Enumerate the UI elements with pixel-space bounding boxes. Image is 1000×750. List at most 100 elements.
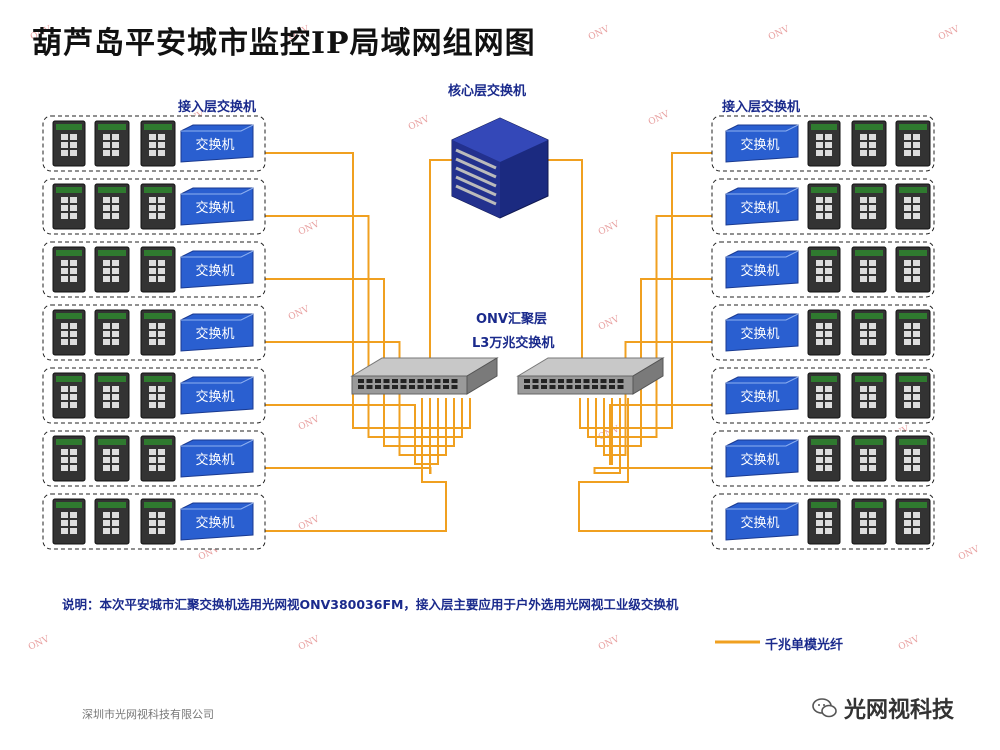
- watermark-onv: ONV: [297, 634, 321, 652]
- industrial-switch-device: [52, 246, 86, 293]
- fiber-core-right: [548, 159, 583, 360]
- switch-label: 交换机: [195, 515, 234, 531]
- watermark-onv: ONV: [297, 414, 321, 432]
- industrial-switch-device: [94, 435, 130, 482]
- aggregation-label-line2: L3万兆交换机: [472, 336, 555, 351]
- industrial-switch-device: [895, 246, 931, 293]
- watermark-onv: ONV: [297, 514, 321, 532]
- industrial-switch-device: [851, 120, 887, 167]
- watermark-onv: ONV: [597, 634, 621, 652]
- fiber-line-right-3: [595, 278, 712, 447]
- fiber-line-left-7: [265, 398, 447, 532]
- access-group-right-3: 交换机: [711, 241, 935, 298]
- fiber-line-right-4: [603, 341, 712, 456]
- core-layer-label: 核心层交换机: [448, 84, 527, 99]
- access-switch-badge: 交换机: [180, 313, 254, 352]
- industrial-switch-device: [895, 120, 931, 167]
- access-layer-label-right: 接入层交换机: [722, 100, 801, 115]
- industrial-switch-device: [94, 183, 130, 230]
- brand-name: 光网视科技: [844, 698, 955, 723]
- watermark-onv: ONV: [27, 634, 51, 652]
- access-group-left-6: 交换机: [42, 430, 266, 487]
- switch-label: 交换机: [740, 515, 779, 531]
- access-group-right-4: 交换机: [711, 304, 935, 361]
- access-group-right-2: 交换机: [711, 178, 935, 235]
- fiber-links: [265, 152, 712, 532]
- industrial-switch-device: [851, 309, 887, 356]
- industrial-switch-device: [851, 435, 887, 482]
- industrial-switch-device: [140, 120, 176, 167]
- access-switch-badge: 交换机: [180, 439, 254, 478]
- industrial-switch-device: [807, 435, 841, 482]
- access-group-right-1: 交换机: [711, 115, 935, 172]
- switch-label: 交换机: [195, 326, 234, 342]
- fiber-line-left-4: [265, 341, 447, 456]
- industrial-switch-device: [52, 435, 86, 482]
- watermark-onv: ONV: [597, 219, 621, 237]
- access-switch-badge: 交换机: [725, 313, 799, 352]
- company-name: 深圳市光网视科技有限公司: [82, 708, 214, 721]
- fiber-line-left-5: [265, 398, 439, 465]
- industrial-switch-device: [94, 498, 130, 545]
- fiber-line-left-3: [265, 278, 455, 447]
- switch-label: 交换机: [195, 263, 234, 279]
- watermark-onv: ONV: [587, 24, 611, 42]
- industrial-switch-device: [895, 498, 931, 545]
- access-switch-badge: 交换机: [725, 502, 799, 541]
- industrial-switch-device: [94, 372, 130, 419]
- access-switch-badge: 交换机: [180, 250, 254, 289]
- industrial-switch-device: [807, 120, 841, 167]
- industrial-switch-device: [895, 372, 931, 419]
- brand-logo: 光网视科技: [812, 692, 954, 724]
- fiber-line-right-7: [578, 398, 712, 532]
- industrial-switch-device: [94, 120, 130, 167]
- industrial-switch-device: [851, 246, 887, 293]
- access-switch-badge: 交换机: [180, 502, 254, 541]
- industrial-switch-device: [851, 372, 887, 419]
- switch-label: 交换机: [195, 389, 234, 405]
- fiber-core-left: [429, 159, 452, 360]
- access-group-right-5: 交换机: [711, 367, 935, 424]
- industrial-switch-device: [807, 309, 841, 356]
- watermark-onv: ONV: [287, 304, 311, 322]
- industrial-switch-device: [851, 498, 887, 545]
- watermark-onv: ONV: [957, 544, 981, 562]
- aggregation-switch-left: [350, 357, 499, 395]
- industrial-switch-device: [895, 435, 931, 482]
- fiber-line-right-1: [579, 152, 712, 429]
- watermark-onv: ONV: [297, 219, 321, 237]
- industrial-switch-device: [140, 309, 176, 356]
- access-switch-badge: 交换机: [180, 124, 254, 163]
- industrial-switch-device: [52, 498, 86, 545]
- industrial-switch-device: [807, 246, 841, 293]
- core-switch: [451, 117, 549, 219]
- access-group-left-3: 交换机: [42, 241, 266, 298]
- industrial-switch-device: [895, 183, 931, 230]
- fiber-line-right-6: [593, 398, 712, 474]
- industrial-switch-device: [140, 246, 176, 293]
- industrial-switch-device: [807, 372, 841, 419]
- access-group-left-1: 交换机: [42, 115, 266, 172]
- watermark-onv: ONV: [767, 24, 791, 42]
- access-group-right-6: 交换机: [711, 430, 935, 487]
- switch-label: 交换机: [195, 452, 234, 468]
- switch-label: 交换机: [740, 263, 779, 279]
- industrial-switch-device: [895, 309, 931, 356]
- switch-label: 交换机: [740, 389, 779, 405]
- access-group-right-7: 交换机: [711, 493, 935, 550]
- access-switch-badge: 交换机: [725, 439, 799, 478]
- aggregation-switch-right: [516, 357, 665, 395]
- switch-label: 交换机: [195, 200, 234, 216]
- industrial-switch-device: [140, 372, 176, 419]
- watermark-onv: ONV: [937, 24, 961, 42]
- industrial-switch-device: [851, 183, 887, 230]
- access-switch-badge: 交换机: [725, 187, 799, 226]
- access-switch-badge: 交换机: [725, 124, 799, 163]
- industrial-switch-device: [52, 183, 86, 230]
- watermark-onv: ONV: [897, 634, 921, 652]
- page-title: 葫芦岛平安城市监控IP局域网组网图: [32, 26, 536, 61]
- fiber-line-left-6: [265, 398, 432, 474]
- fiber-line-left-1: [265, 152, 471, 429]
